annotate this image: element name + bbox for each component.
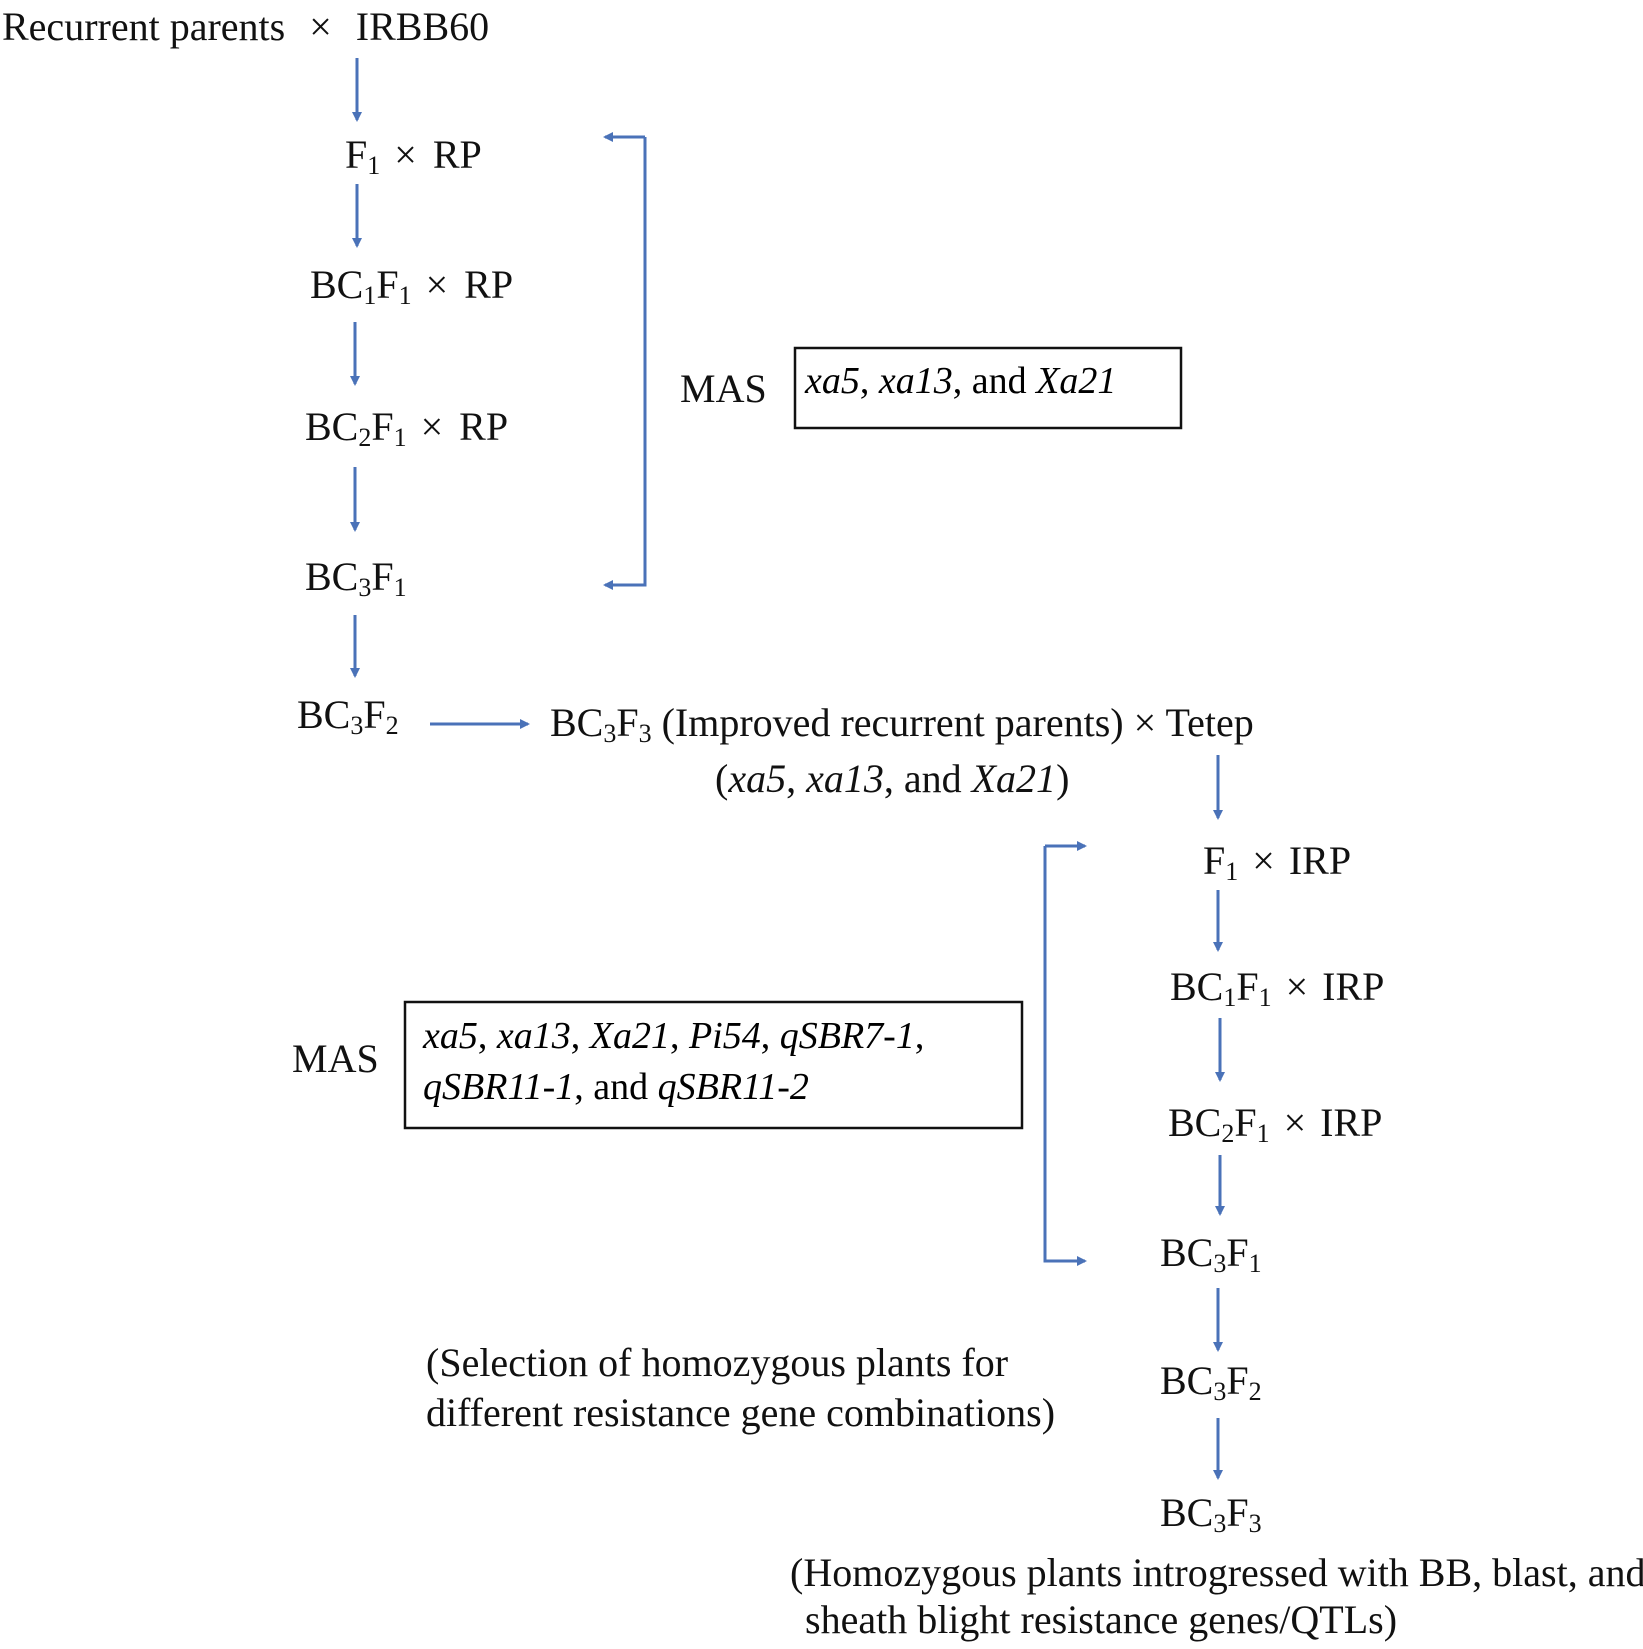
- mas-label-phase2: MAS: [292, 1036, 379, 1081]
- bc1f1-cross-rp: BC1F1×RP: [310, 262, 513, 310]
- mas-label-phase1: MAS: [680, 366, 767, 411]
- mas-bracket-phase1: [603, 137, 647, 590]
- bc3f2-phase2: BC3F2: [1160, 1358, 1262, 1406]
- bc3f2-phase1: BC3F2: [297, 692, 399, 740]
- bc1f1-cross-irp: BC1F1×IRP: [1170, 964, 1384, 1012]
- bc3f3-improved-cross: BC3F3 (Improved recurrent parents) × Tet…: [550, 700, 1254, 748]
- bc2f1-cross-irp: BC2F1×IRP: [1168, 1100, 1382, 1148]
- mas-genes-phase2-line2: qSBR11-1, and qSBR11-2: [423, 1066, 809, 1108]
- bc2f1-cross-rp: BC2F1×RP: [305, 404, 508, 452]
- bc3f1-phase2: BC3F1: [1160, 1230, 1262, 1278]
- f1-cross-irp: F1×IRP: [1203, 838, 1351, 886]
- mas-gene-box-phase2: [403, 1000, 1024, 1130]
- bc3f3-phase2: BC3F3: [1160, 1490, 1262, 1538]
- bc3f1-phase1: BC3F1: [305, 554, 407, 602]
- final-note-line2: sheath blight resistance genes/QTLs): [805, 1597, 1397, 1642]
- initial-cross: Recurrent parents × IRBB60: [2, 4, 489, 49]
- mas-genes-phase2-line1: xa5, xa13, Xa21, Pi54, qSBR7-1,: [422, 1015, 924, 1057]
- selection-note-line2: different resistance gene combinations): [426, 1390, 1055, 1435]
- final-note-line1: (Homozygous plants introgressed with BB,…: [790, 1550, 1643, 1595]
- improved-genes: (xa5, xa13, and Xa21): [715, 756, 1069, 801]
- f1-cross-rp: F1×RP: [345, 132, 482, 180]
- mas-genes-phase1: xa5, xa13, and Xa21: [804, 360, 1116, 402]
- selection-note-line1: (Selection of homozygous plants for: [426, 1340, 1008, 1385]
- mas-gene-box-phase1: [793, 346, 1183, 430]
- mas-bracket-phase2: [1043, 846, 1087, 1266]
